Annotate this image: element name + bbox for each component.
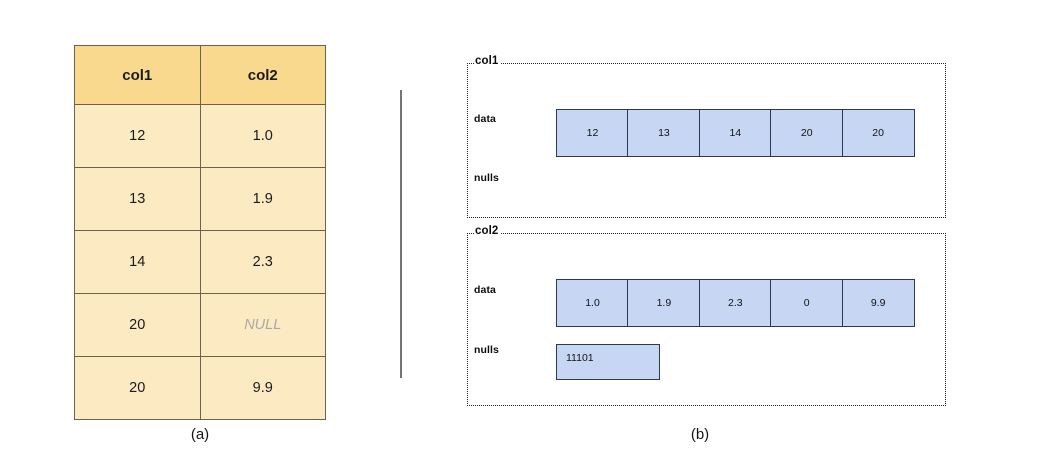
- table-cell-col1: 20: [74, 356, 201, 420]
- figure-caption-b: (b): [690, 426, 710, 443]
- data-cell: 9.9: [841, 279, 915, 327]
- table-cell-col1: 13: [74, 167, 201, 231]
- panel-title-col2: col2: [474, 225, 501, 237]
- table-cell-col1: 12: [74, 104, 201, 168]
- table-row: 13 1.9: [74, 167, 326, 231]
- row-label-data: data: [474, 284, 496, 296]
- data-cell: 2.3: [698, 279, 772, 327]
- table-cell-col1: 14: [74, 230, 201, 294]
- data-cell: 20: [841, 109, 915, 157]
- columnar-layout-figure: col1 data nulls 12 13 14 20 20 col2 data…: [467, 55, 946, 406]
- table-cell-col2: 9.9: [199, 356, 326, 420]
- column-panel-col2: col2 data nulls 1.0 1.9 2.3 0 9.9 11101: [467, 225, 946, 406]
- table-body: 12 1.0 13 1.9 14 2.3 20 NULL 20 9.9: [74, 104, 326, 420]
- figure-caption-a: (a): [190, 426, 210, 443]
- data-cell: 13: [627, 109, 701, 157]
- table-cell-col2: 1.9: [199, 167, 326, 231]
- column-header-col2: col2: [199, 45, 326, 105]
- data-cell: 20: [770, 109, 844, 157]
- data-cell: 1.9: [627, 279, 701, 327]
- source-table-figure: col1 col2 12 1.0 13 1.9 14 2.3 20 NULL 2: [74, 45, 326, 420]
- null-bitmap-box: 11101: [556, 344, 660, 380]
- table-row: 12 1.0: [74, 104, 326, 168]
- table-cell-col1: 20: [74, 293, 201, 357]
- source-table: col1 col2 12 1.0 13 1.9 14 2.3 20 NULL 2: [74, 45, 326, 420]
- column-header-col1: col1: [74, 45, 201, 105]
- data-cell: 0: [770, 279, 844, 327]
- data-cell: 14: [698, 109, 772, 157]
- data-cell: 1.0: [556, 279, 629, 327]
- data-cell: 12: [556, 109, 629, 157]
- data-buffer-col2: 1.0 1.9 2.3 0 9.9: [556, 279, 915, 327]
- vertical-divider: [400, 90, 402, 378]
- table-row: 20 NULL: [74, 293, 326, 357]
- data-buffer-col1: 12 13 14 20 20: [556, 109, 915, 157]
- row-label-data: data: [474, 113, 496, 125]
- table-row: 14 2.3: [74, 230, 326, 294]
- table-row: 20 9.9: [74, 356, 326, 420]
- panel-title-col1: col1: [474, 55, 501, 67]
- row-label-nulls: nulls: [474, 172, 500, 184]
- table-cell-col2: 1.0: [199, 104, 326, 168]
- row-label-nulls: nulls: [474, 344, 500, 356]
- table-cell-col2: 2.3: [199, 230, 326, 294]
- column-panel-col1: col1 data nulls 12 13 14 20 20: [467, 55, 946, 218]
- table-header: col1 col2: [74, 45, 326, 105]
- table-cell-col2-null: NULL: [199, 293, 326, 357]
- table-header-row: col1 col2: [74, 45, 326, 105]
